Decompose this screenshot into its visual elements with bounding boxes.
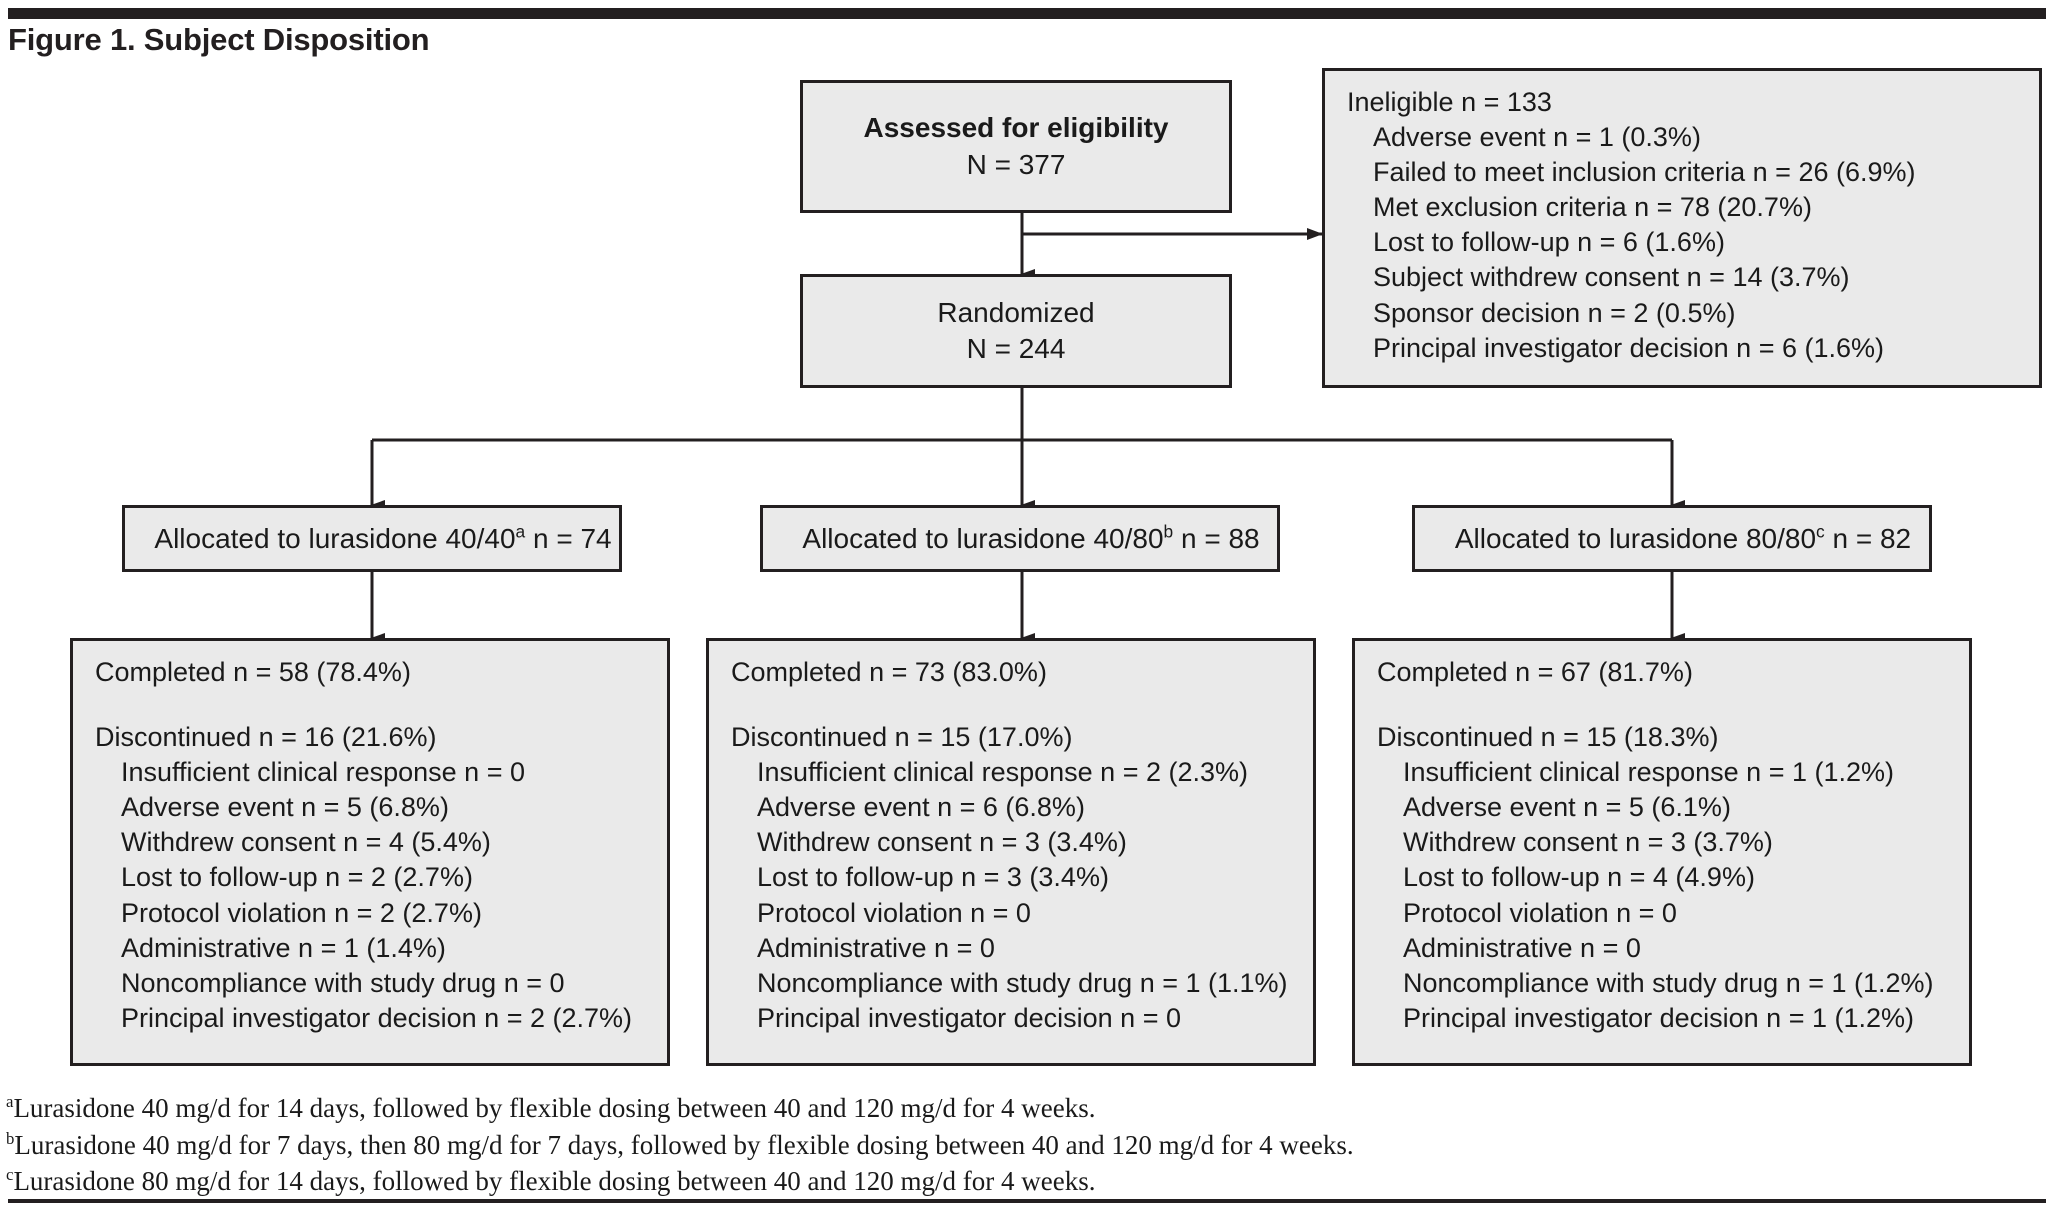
line-spacer [1377,690,1969,720]
footnote-text-a: Lurasidone 40 mg/d for 14 days, followed… [13,1093,1096,1123]
discontinued-line: Discontinued n = 15 (17.0%) [731,722,1073,753]
allocation-prefix: Allocated to lurasidone 40/80 [802,522,1164,554]
ineligible-item: Met exclusion criteria n = 78 (20.7%) [1373,192,1812,223]
allocation-label-arm-2: Allocated to lurasidone 40/80b n = 88 [780,521,1260,555]
box-allocation-arm-3: Allocated to lurasidone 80/80c n = 82 [1412,505,1932,572]
box-ineligible: Ineligible n = 133 Adverse event n = 1 (… [1322,68,2042,388]
box-assessed-for-eligibility: Assessed for eligibility N = 377 [800,80,1232,213]
discontinued-line: Discontinued n = 15 (18.3%) [1377,722,1719,753]
bottom-horizontal-rule [8,1199,2046,1203]
page-title: Figure 1. Subject Disposition [8,22,430,57]
discontinued-reason: Protocol violation n = 0 [1403,897,1677,928]
footnote-marker-c: c [6,1165,14,1185]
discontinued-reason: Insufficient clinical response n = 2 (2.… [757,757,1249,788]
footnote-a: aLurasidone 40 mg/d for 14 days, followe… [6,1090,2046,1127]
allocation-label-arm-1: Allocated to lurasidone 40/40a n = 74 [132,521,612,555]
ineligible-item: Principal investigator decision n = 6 (1… [1373,332,1885,363]
discontinued-reason: Principal investigator decision n = 1 (1… [1403,1002,1915,1033]
box-outcomes-arm-2: Completed n = 73 (83.0%) Discontinued n … [706,638,1316,1066]
discontinued-reason: Insufficient clinical response n = 0 [121,757,525,788]
discontinued-reason: Withdrew consent n = 3 (3.7%) [1403,827,1773,858]
allocation-prefix: Allocated to lurasidone 80/80 [1454,522,1817,554]
discontinued-reason: Administrative n = 0 [757,932,995,963]
discontinued-reason: Noncompliance with study drug n = 1 (1.1… [757,967,1288,998]
discontinued-reason: Administrative n = 1 (1.4%) [121,932,446,963]
discontinued-reason: Adverse event n = 6 (6.8%) [757,792,1085,823]
discontinued-reason: Withdrew consent n = 4 (5.4%) [121,827,491,858]
completed-line: Completed n = 73 (83.0%) [731,657,1047,687]
ineligible-item: Subject withdrew consent n = 14 (3.7%) [1373,262,1850,293]
footnote-b: bLurasidone 40 mg/d for 7 days, then 80 … [6,1127,2046,1164]
box-allocation-arm-1: Allocated to lurasidone 40/40a n = 74 [122,505,622,572]
discontinued-line: Discontinued n = 16 (21.6%) [95,722,437,753]
ineligible-item: Adverse event n = 1 (0.3%) [1373,122,1701,153]
discontinued-reason: Administrative n = 0 [1403,932,1641,963]
assessed-count: N = 377 [966,148,1066,180]
discontinued-reason: Insufficient clinical response n = 1 (1.… [1403,757,1895,788]
discontinued-reason: Protocol violation n = 2 (2.7%) [121,897,482,928]
allocation-footnote-marker: a [515,521,526,542]
allocation-prefix: Allocated to lurasidone 40/40 [154,522,516,554]
allocation-footnote-marker: c [1816,521,1825,542]
completed-line: Completed n = 67 (81.7%) [1377,657,1693,687]
discontinued-reason: Noncompliance with study drug n = 1 (1.2… [1403,967,1934,998]
discontinued-reason: Principal investigator decision n = 2 (2… [121,1002,633,1033]
discontinued-reason: Withdrew consent n = 3 (3.4%) [757,827,1127,858]
completed-line: Completed n = 58 (78.4%) [95,657,411,687]
discontinued-reason: Principal investigator decision n = 0 [757,1002,1181,1033]
allocation-label-arm-3: Allocated to lurasidone 80/80c n = 82 [1433,521,1912,555]
assessed-title: Assessed for eligibility [863,112,1169,144]
footnote-marker-a: a [6,1092,14,1111]
box-allocation-arm-2: Allocated to lurasidone 40/80b n = 88 [760,505,1280,572]
discontinued-reason: Lost to follow-up n = 4 (4.9%) [1403,862,1755,893]
discontinued-reason: Lost to follow-up n = 2 (2.7%) [121,862,473,893]
discontinued-reason: Adverse event n = 5 (6.8%) [121,792,449,823]
allocation-suffix: n = 88 [1173,522,1260,554]
allocation-suffix: n = 82 [1824,522,1912,554]
randomized-title: Randomized [937,296,1095,328]
footnote-text-b: Lurasidone 40 mg/d for 7 days, then 80 m… [14,1129,1354,1160]
ineligible-item: Lost to follow-up n = 6 (1.6%) [1373,227,1725,258]
footnote-marker-b: b [6,1128,15,1148]
ineligible-item: Sponsor decision n = 2 (0.5%) [1373,297,1736,328]
box-outcomes-arm-1: Completed n = 58 (78.4%) Discontinued n … [70,638,670,1066]
discontinued-reason: Protocol violation n = 0 [757,897,1031,928]
line-spacer [95,690,667,720]
ineligible-header: Ineligible n = 133 [1347,87,1552,117]
top-horizontal-rule [8,8,2046,19]
box-outcomes-arm-3: Completed n = 67 (81.7%) Discontinued n … [1352,638,1972,1066]
line-spacer [731,690,1313,720]
allocation-footnote-marker: b [1163,521,1174,542]
ineligible-item: Failed to meet inclusion criteria n = 26… [1373,157,1916,188]
randomized-count: N = 244 [966,333,1066,364]
box-randomized: Randomized N = 244 [800,274,1232,388]
footnote-text-c: Lurasidone 80 mg/d for 14 days, followed… [13,1166,1096,1197]
allocation-suffix: n = 74 [525,522,612,554]
discontinued-reason: Noncompliance with study drug n = 0 [121,967,565,998]
footnote-c: cLurasidone 80 mg/d for 14 days, followe… [6,1163,2046,1200]
discontinued-reason: Lost to follow-up n = 3 (3.4%) [757,862,1109,893]
footnotes: aLurasidone 40 mg/d for 14 days, followe… [6,1090,2046,1200]
discontinued-reason: Adverse event n = 5 (6.1%) [1403,792,1731,823]
